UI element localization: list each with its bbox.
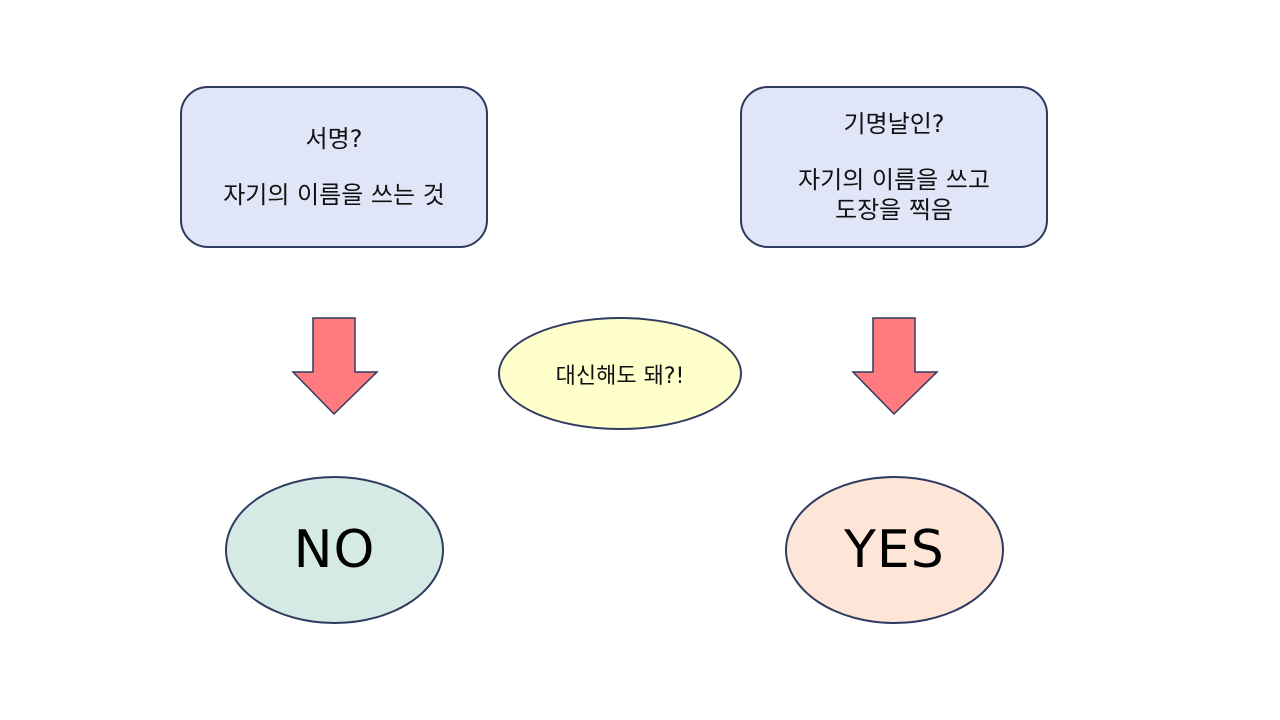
answer-no-text: NO [293, 520, 376, 580]
down-arrow-right-icon [851, 317, 939, 416]
name-and-seal-title: 기명날인? [843, 110, 945, 138]
question-bubble: 대신해도 돼?! [498, 317, 742, 430]
signature-description: 자기의 이름을 쓰는 것 [223, 181, 445, 209]
answer-yes-ellipse: YES [785, 476, 1004, 624]
answer-yes-text: YES [844, 520, 945, 580]
name-and-seal-description: 자기의 이름을 쓰고 도장을 찍음 [798, 166, 990, 224]
down-arrow-left-icon [291, 317, 379, 416]
question-text: 대신해도 돼?! [555, 363, 685, 389]
signature-title: 서명? [305, 125, 363, 153]
name-and-seal-box: 기명날인? 자기의 이름을 쓰고 도장을 찍음 [740, 86, 1048, 248]
answer-no-ellipse: NO [225, 476, 444, 624]
signature-box: 서명? 자기의 이름을 쓰는 것 [180, 86, 488, 248]
